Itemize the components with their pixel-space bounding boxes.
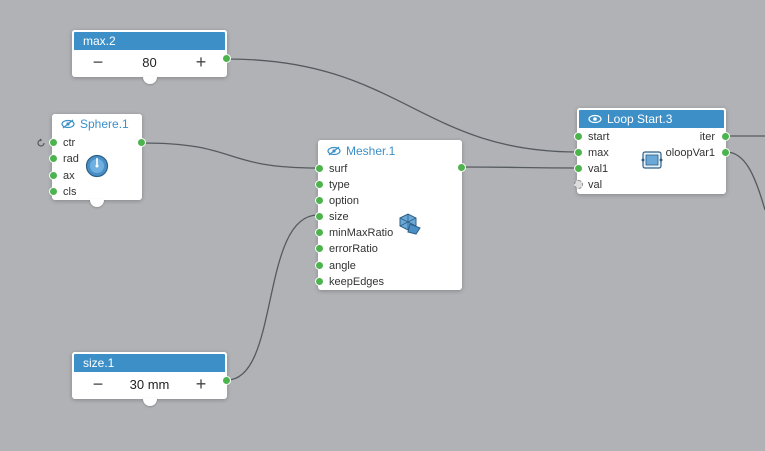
node-title-bar[interactable]: Loop Start.3 bbox=[577, 108, 726, 128]
size-1-node[interactable]: size.1 − 30 mm + bbox=[72, 352, 231, 406]
decrement-button[interactable]: − bbox=[92, 374, 104, 394]
input-label-ctr: ctr bbox=[63, 137, 76, 149]
expand-tab[interactable] bbox=[143, 398, 157, 406]
wire-sphere-to-mesher-surf bbox=[141, 142, 319, 169]
node-title[interactable]: size.1 bbox=[72, 352, 227, 372]
eye-icon[interactable] bbox=[588, 114, 602, 124]
output-label-oloopvar1: oloopVar1 bbox=[665, 147, 715, 159]
input-port-max[interactable] bbox=[574, 148, 583, 157]
increment-button[interactable]: + bbox=[195, 52, 207, 72]
output-port[interactable] bbox=[222, 54, 231, 63]
input-label-errorratio: errorRatio bbox=[329, 243, 378, 255]
refresh-icon[interactable] bbox=[36, 138, 46, 148]
input-label-size: size bbox=[329, 211, 349, 223]
mesher-1-node[interactable]: Mesher.1 surf type option size minMaxRat… bbox=[315, 140, 466, 290]
input-port-ax[interactable] bbox=[49, 171, 58, 180]
input-port-val-placeholder[interactable] bbox=[574, 180, 583, 189]
wire-max-to-loop-max bbox=[226, 58, 578, 153]
input-port-type[interactable] bbox=[315, 180, 324, 189]
max-stepper[interactable]: − 80 + bbox=[72, 50, 227, 74]
input-port-minmaxratio[interactable] bbox=[315, 228, 324, 237]
input-label-max: max bbox=[588, 147, 609, 159]
input-label-angle: angle bbox=[329, 260, 356, 272]
expand-tab[interactable] bbox=[90, 199, 104, 207]
output-port[interactable] bbox=[137, 138, 146, 147]
wire-size-to-mesher-size bbox=[226, 214, 319, 381]
node-title-bar[interactable]: Mesher.1 bbox=[318, 140, 462, 161]
input-port-errorratio[interactable] bbox=[315, 244, 324, 253]
wire-loop-var-out bbox=[725, 151, 765, 211]
input-port-surf[interactable] bbox=[315, 164, 324, 173]
input-port-size[interactable] bbox=[315, 212, 324, 221]
output-port[interactable] bbox=[457, 163, 466, 172]
input-label-minmaxratio: minMaxRatio bbox=[329, 227, 394, 239]
node-title-bar[interactable]: Sphere.1 bbox=[52, 114, 142, 134]
input-label-surf: surf bbox=[329, 163, 348, 175]
input-port-option[interactable] bbox=[315, 196, 324, 205]
input-label-val1: val1 bbox=[588, 163, 609, 175]
input-port-rad[interactable] bbox=[49, 154, 58, 163]
input-port-keepedges[interactable] bbox=[315, 277, 324, 286]
input-label-rad: rad bbox=[63, 153, 79, 165]
loop-icon bbox=[641, 151, 663, 169]
input-port-angle[interactable] bbox=[315, 261, 324, 270]
sphere-gauge-icon bbox=[85, 154, 109, 178]
input-port-start[interactable] bbox=[574, 132, 583, 141]
output-label-iter: iter bbox=[699, 131, 715, 143]
increment-button[interactable]: + bbox=[195, 374, 207, 394]
input-label-type: type bbox=[329, 179, 350, 191]
input-label-option: option bbox=[329, 195, 359, 207]
mesher-puzzle-icon bbox=[399, 213, 421, 235]
size-stepper[interactable]: − 30 mm + bbox=[72, 372, 227, 396]
node-title[interactable]: max.2 bbox=[72, 30, 227, 50]
output-port-iter[interactable] bbox=[721, 132, 730, 141]
input-port-cls[interactable] bbox=[49, 187, 58, 196]
max-2-node[interactable]: max.2 − 80 + bbox=[72, 30, 231, 84]
output-port-oloopvar1[interactable] bbox=[721, 148, 730, 157]
input-label-val: val bbox=[588, 179, 603, 191]
input-label-start: start bbox=[588, 131, 610, 143]
loop-start-3-node[interactable]: Loop Start.3 start max val1 val iter olo… bbox=[574, 108, 730, 194]
input-port-val1[interactable] bbox=[574, 164, 583, 173]
input-port-ctr[interactable] bbox=[49, 138, 58, 147]
eye-hidden-icon[interactable] bbox=[327, 146, 341, 156]
node-title: Mesher.1 bbox=[346, 144, 396, 158]
sphere-1-node[interactable]: Sphere.1 ctr rad ax cls bbox=[37, 114, 146, 207]
decrement-button[interactable]: − bbox=[92, 52, 104, 72]
eye-hidden-icon[interactable] bbox=[61, 119, 75, 129]
node-title: Sphere.1 bbox=[80, 117, 129, 131]
stepper-value[interactable]: 80 bbox=[142, 54, 157, 70]
input-label-cls: cls bbox=[63, 186, 77, 198]
node-title: Loop Start.3 bbox=[607, 112, 673, 126]
input-label-keepedges: keepEdges bbox=[329, 276, 385, 288]
wire-mesher-to-loop-val1 bbox=[461, 166, 578, 169]
expand-tab[interactable] bbox=[143, 76, 157, 84]
output-port[interactable] bbox=[222, 376, 231, 385]
input-label-ax: ax bbox=[63, 170, 75, 182]
stepper-value[interactable]: 30 mm bbox=[129, 376, 170, 392]
